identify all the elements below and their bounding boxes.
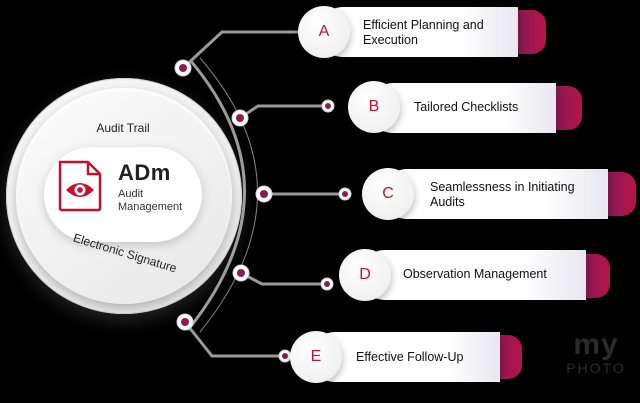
arc-node-a-dot — [179, 64, 187, 72]
item-b-badge: B — [348, 81, 400, 133]
watermark-big: my — [573, 328, 619, 361]
item-a-card — [318, 7, 518, 57]
connector-a — [181, 30, 300, 70]
arc-node-d-dot — [237, 269, 245, 277]
arc-nodes — [174, 59, 273, 331]
item-d-badge: D — [339, 249, 391, 301]
item-e-label: Effective Follow-Up — [356, 350, 464, 364]
item-d-card — [360, 250, 586, 300]
item-c-label: Seamlessness in Initiating Audits — [430, 180, 575, 210]
item-e-badge: E — [290, 331, 342, 383]
brand-title: ADm — [118, 160, 171, 185]
connector-d — [240, 271, 327, 286]
end-node-e-dot — [282, 353, 288, 359]
item-c-label-line1: Seamlessness in Initiating — [430, 180, 575, 194]
eye-document-icon — [58, 160, 102, 212]
end-node-c-dot — [342, 191, 348, 197]
connector-b — [239, 104, 330, 120]
item-c-label-line2: Audits — [430, 195, 465, 209]
item-a-label: Efficient Planning and Execution — [363, 18, 484, 48]
end-node-b-dot — [325, 103, 331, 109]
item-c-card — [382, 169, 608, 219]
item-d-label: Observation Management — [403, 267, 547, 281]
watermark-small: PHOTO — [566, 360, 626, 376]
end-node-d-dot — [324, 281, 330, 287]
item-c-badge: C — [362, 168, 414, 220]
hub-top-label: Audit Trail — [96, 121, 150, 135]
item-a-label-line2: Execution — [363, 33, 418, 47]
arc-node-c-dot — [260, 190, 268, 198]
arc-node-b-dot — [236, 114, 244, 122]
watermark: my PHOTO — [560, 328, 632, 377]
brand-subtitle-line2: Management — [118, 201, 183, 213]
end-nodes — [278, 99, 352, 363]
brand-subtitle: Audit Management — [118, 188, 182, 214]
brand-subtitle-line1: Audit — [118, 188, 144, 200]
connector-e — [183, 321, 285, 358]
hub-arc — [186, 59, 246, 331]
item-a-badge: A — [298, 6, 350, 58]
item-b-label: Tailored Checklists — [414, 100, 519, 114]
arc-node-e-dot — [181, 318, 189, 326]
item-a-label-line1: Efficient Planning and — [363, 18, 484, 32]
